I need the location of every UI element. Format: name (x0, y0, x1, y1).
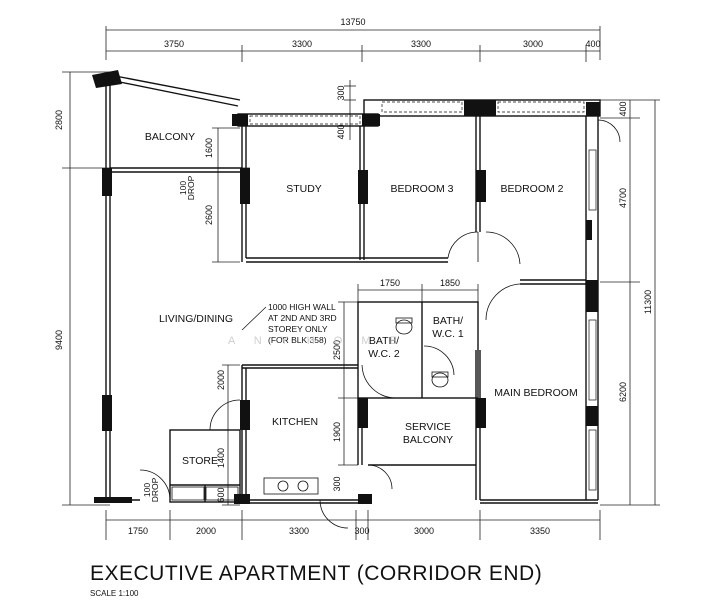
dim-top-2: 3300 (292, 39, 312, 49)
room-bath2-line1: BATH/ (369, 335, 399, 347)
room-bedroom2: BEDROOM 2 (500, 183, 563, 195)
wall-columns (92, 70, 600, 504)
dim-bottom-4: 300 (354, 526, 369, 536)
dim-bath-h: 2500 (332, 340, 342, 360)
dim-bath-w1: 1750 (380, 278, 400, 288)
room-bedroom3: BEDROOM 3 (390, 183, 453, 195)
dim-bath-w2: 1850 (440, 278, 460, 288)
drop-note-1b: DROP (186, 175, 196, 200)
dim-top-4: 3000 (523, 39, 543, 49)
wall-note-4: (FOR BLK 358) (268, 335, 327, 345)
dim-bottom-2: 2000 (196, 526, 216, 536)
dimension-lines (62, 26, 660, 540)
dim-study-top: 300 (336, 85, 346, 100)
dim-bottom-6: 3350 (530, 526, 550, 536)
watermark: A N Y H O M E (228, 335, 405, 347)
dim-bottom-3: 3300 (289, 526, 309, 536)
dim-store-1: 2000 (216, 370, 226, 390)
dim-right-2: 4700 (618, 188, 628, 208)
wall-note-1: 1000 HIGH WALL (268, 302, 336, 312)
dim-right-total: 11300 (643, 290, 653, 314)
plan-scale: SCALE 1:100 (90, 589, 139, 598)
dim-balcony-1: 1600 (204, 138, 214, 158)
dim-right-1: 400 (618, 101, 628, 116)
room-service-line1: SERVICE (405, 421, 451, 433)
plan-title: EXECUTIVE APARTMENT (CORRIDOR END) (90, 562, 542, 585)
dim-top-5: 400 (585, 39, 600, 49)
room-balcony: BALCONY (145, 131, 195, 143)
dim-balcony-2: 2600 (204, 205, 214, 225)
dim-kitchen-bottom: 300 (332, 476, 342, 491)
dim-store-3: 600 (216, 487, 226, 502)
room-living: LIVING/DINING (159, 313, 233, 325)
room-bath1-line2: W.C. 1 (432, 328, 464, 340)
windows (242, 101, 597, 491)
dim-top-3: 3300 (411, 39, 431, 49)
dim-bottom-1: 1750 (128, 526, 148, 536)
wall-note-leader (241, 306, 267, 331)
drop-note-2b: DROP (150, 477, 160, 502)
drop-note-2a: 100 (142, 483, 152, 497)
dim-left-2: 9400 (54, 330, 64, 350)
room-study: STUDY (286, 183, 322, 195)
room-store: STORE (182, 455, 218, 467)
room-bath1-line1: BATH/ (433, 315, 463, 327)
dim-store-2: 1400 (216, 448, 226, 468)
wall-note-2: AT 2ND AND 3RD (268, 313, 337, 323)
dim-top-1: 3750 (164, 39, 184, 49)
wall-note-3: STOREY ONLY (268, 324, 328, 334)
room-kitchen: KITCHEN (272, 416, 318, 428)
dim-kitchen-h: 1900 (332, 422, 342, 442)
room-bath2-line2: W.C. 2 (368, 348, 400, 360)
fixtures (171, 317, 449, 501)
room-service-line2: BALCONY (403, 434, 453, 446)
dim-bottom-5: 3000 (414, 526, 434, 536)
dim-left-1: 2800 (54, 110, 64, 130)
dim-top-total: 13750 (340, 17, 365, 27)
dim-study-top2: 400 (336, 124, 346, 139)
door-swings (139, 119, 621, 529)
room-main-bedroom: MAIN BEDROOM (494, 387, 577, 399)
dim-right-3: 6200 (618, 382, 628, 402)
drop-note-1a: 100 (178, 181, 188, 195)
